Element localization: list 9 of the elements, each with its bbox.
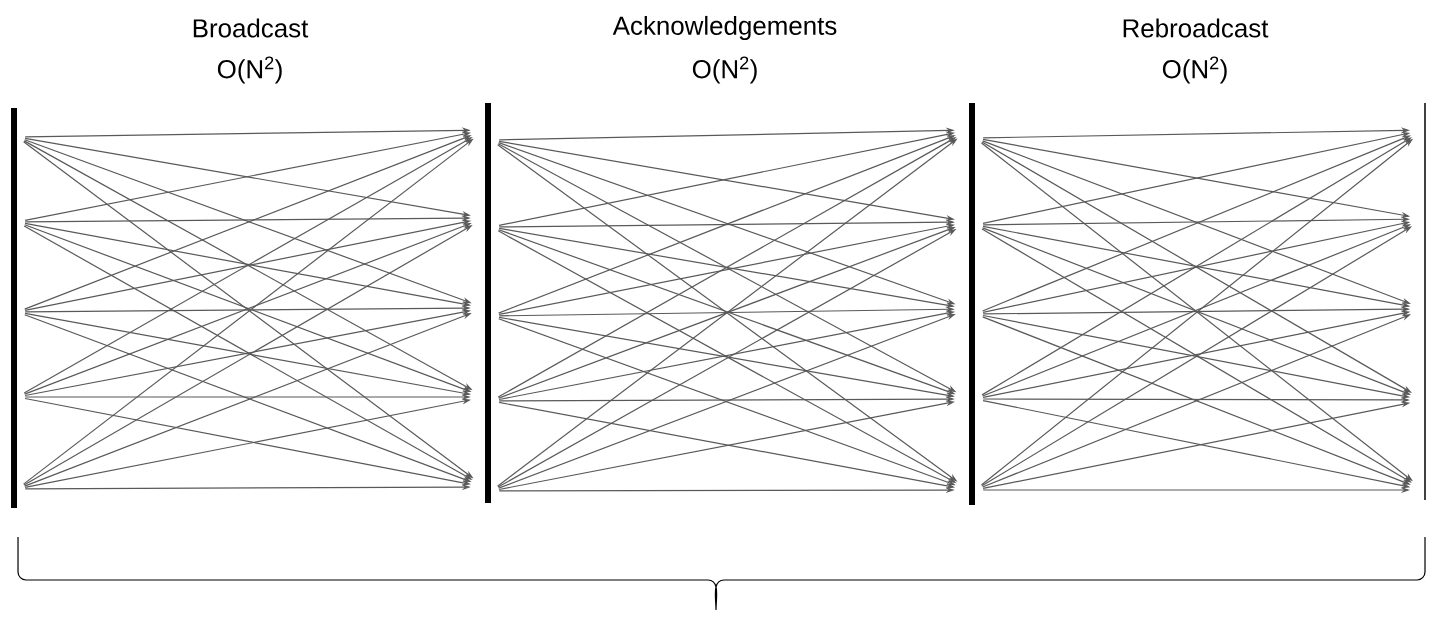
- vertical-bar: [11, 108, 17, 508]
- heading: O(N$^{2}$): [217, 56, 282, 84]
- vertical-bar: [969, 103, 975, 505]
- heading: O(N$^{2}$): [692, 56, 757, 84]
- heading: O(N$^{2}$): [1162, 56, 1227, 84]
- heading: Rebroadcast: [1123, 18, 1269, 38]
- heading: Acknowledgements: [612, 15, 837, 41]
- heading: Broadcast: [193, 18, 309, 38]
- vertical-bar: [485, 103, 491, 503]
